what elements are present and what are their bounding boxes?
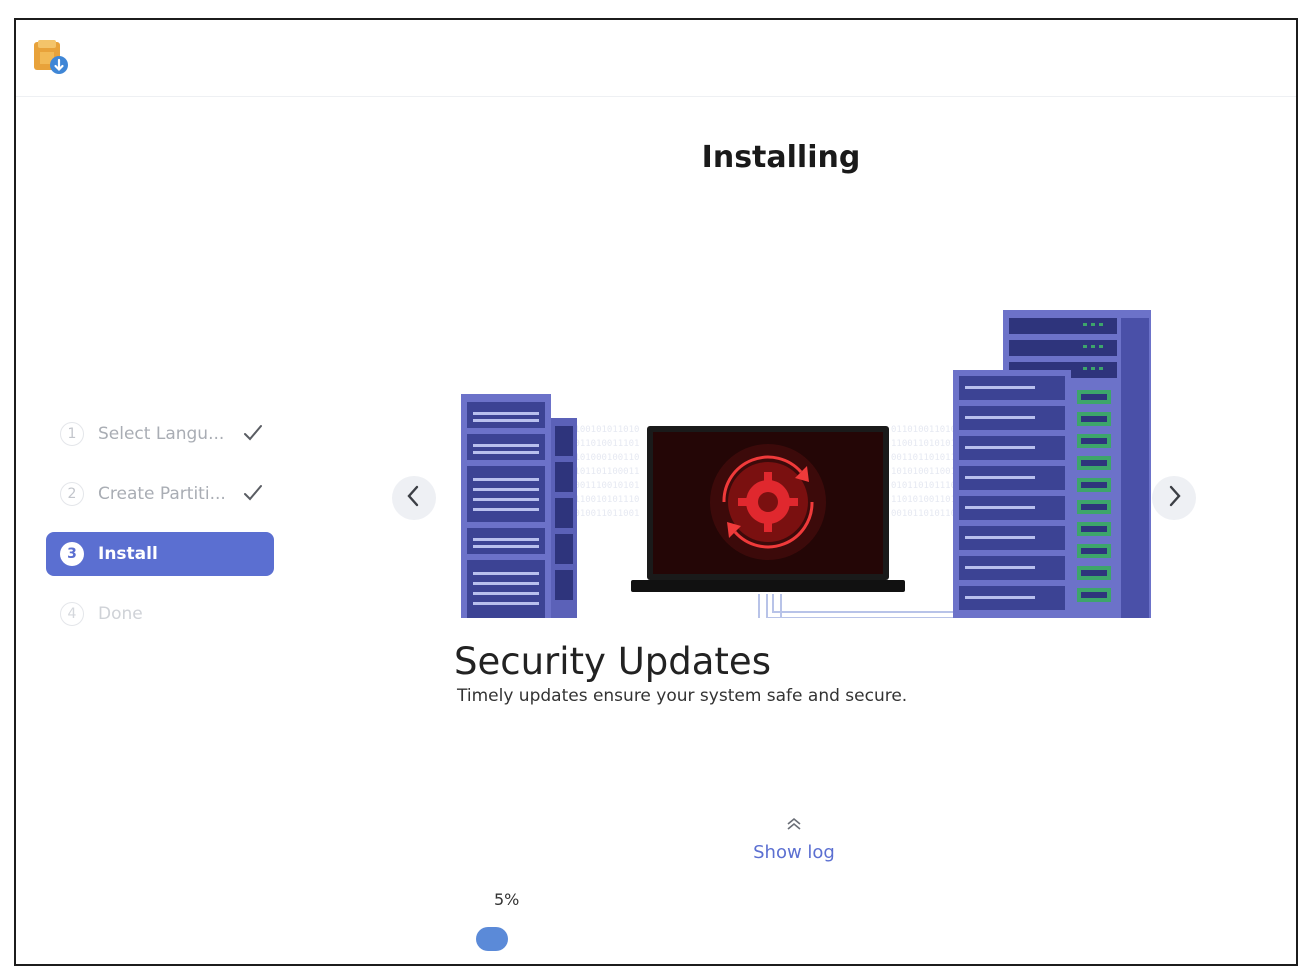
svg-text:0010110101101: 0010110101101 [891, 509, 961, 519]
svg-text:1001110010101: 1001110010101 [569, 481, 639, 491]
show-log-label: Show log [753, 842, 835, 863]
next-slide-button[interactable] [1152, 476, 1196, 520]
step-list: 1 Select Langu... 2 Create Partiti... 3 … [46, 412, 274, 652]
step-label: Create Partiti... [98, 484, 226, 504]
slide-title: Security Updates [454, 640, 771, 683]
svg-text:1010100110011: 1010100110011 [891, 467, 961, 477]
step-number: 2 [60, 482, 84, 506]
svg-text:0101101011100: 0101101011100 [891, 481, 961, 491]
step-number: 4 [60, 602, 84, 626]
installer-icon [32, 38, 70, 76]
left-server-rack [461, 394, 577, 630]
svg-text:1101010011010: 1101010011010 [891, 495, 961, 505]
page-title: Installing [701, 140, 861, 175]
svg-text:1010011011001: 1010011011001 [569, 509, 639, 519]
svg-text:1100101011010: 1100101011010 [569, 425, 639, 435]
svg-text:0101101100011: 0101101100011 [569, 467, 639, 477]
checkmark-icon [240, 480, 266, 506]
step-done: 4 Done [46, 592, 274, 636]
installer-window: Installing 1 Select Langu... 2 Create Pa… [14, 18, 1298, 966]
svg-text:0011011010110: 0011011010110 [891, 453, 961, 463]
svg-text:0110100110101: 0110100110101 [891, 425, 961, 435]
step-number: 3 [60, 542, 84, 566]
svg-text:1100110101011: 1100110101011 [891, 439, 961, 449]
step-install: 3 Install [46, 532, 274, 576]
progress-bar [476, 927, 1096, 951]
previous-slide-button[interactable] [392, 476, 436, 520]
step-label: Install [98, 544, 158, 564]
step-create-partitions: 2 Create Partiti... [46, 472, 274, 516]
slide-description: Timely updates ensure your system safe a… [457, 686, 908, 706]
title-bar [16, 20, 1296, 97]
checkmark-icon [240, 420, 266, 446]
step-label: Select Langu... [98, 424, 225, 444]
show-log-button[interactable]: Show log [726, 816, 862, 863]
step-select-language: 1 Select Langu... [46, 412, 274, 456]
step-label: Done [98, 604, 143, 624]
chevron-left-icon [404, 484, 424, 512]
step-number: 1 [60, 422, 84, 446]
svg-text:0110010101110: 0110010101110 [569, 495, 639, 505]
laptop [631, 426, 905, 592]
svg-text:0011010011101: 0011010011101 [569, 439, 639, 449]
progress-fill [476, 927, 508, 951]
svg-text:1101000100110: 1101000100110 [569, 453, 639, 463]
chevron-right-icon [1164, 484, 1184, 512]
progress-percentage: 5% [494, 890, 520, 909]
chevron-double-up-icon [783, 816, 805, 832]
right-server-rack [953, 310, 1155, 632]
security-updates-illustration: 1100101011010 0011010011101 110100010011… [441, 282, 1155, 632]
